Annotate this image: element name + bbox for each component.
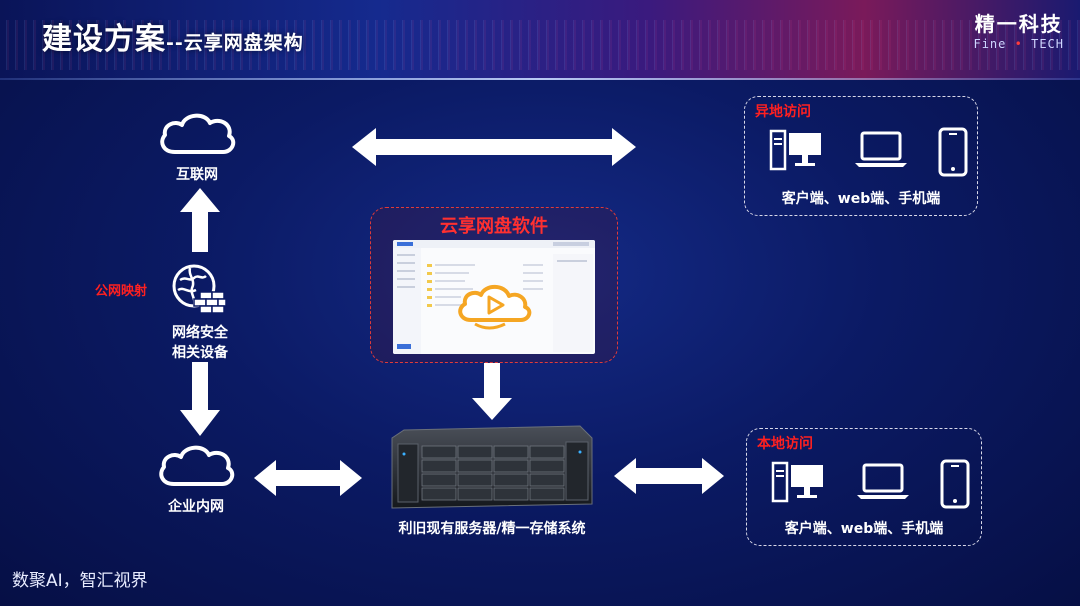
local-devices-label: 客户端、web端、手机端 bbox=[784, 521, 944, 537]
intranet-node: 企业内网 bbox=[150, 440, 242, 516]
phone-icon bbox=[940, 459, 970, 509]
header-divider bbox=[0, 78, 1080, 80]
software-title: 云享网盘软件 bbox=[440, 216, 548, 237]
phone-icon bbox=[938, 127, 968, 177]
app-preview bbox=[393, 240, 595, 354]
cloud-icon bbox=[159, 445, 235, 486]
laptop-icon bbox=[855, 131, 907, 167]
arrow-internet-remote bbox=[352, 128, 636, 166]
internet-node: 互联网 bbox=[152, 108, 242, 184]
arrow-software-server bbox=[472, 363, 512, 420]
cloud-icon bbox=[160, 113, 236, 154]
desktop-icon bbox=[771, 461, 823, 503]
footer-text: 数聚AI，智汇视界 bbox=[12, 571, 148, 591]
intranet-label: 企业内网 bbox=[168, 499, 224, 515]
title-main: 建设方案 bbox=[42, 22, 166, 57]
logo-en-left: Fine bbox=[973, 37, 1007, 51]
logo-dot: • bbox=[1014, 37, 1023, 51]
network-security-label-1: 网络安全 bbox=[172, 325, 228, 341]
arrow-server-local bbox=[614, 458, 724, 494]
firewall-icon bbox=[172, 264, 227, 314]
network-security-node: 网络安全 相关设备 bbox=[160, 262, 240, 362]
internet-label: 互联网 bbox=[176, 167, 218, 183]
title-sub: --云享网盘架构 bbox=[166, 32, 304, 54]
desktop-icon bbox=[769, 129, 821, 171]
remote-access-title: 异地访问 bbox=[755, 104, 811, 120]
page-title: 建设方案--云享网盘架构 bbox=[42, 14, 304, 58]
software-box: 云享网盘软件 bbox=[370, 207, 618, 363]
arrow-security-internet bbox=[180, 188, 220, 252]
local-access-box: 本地访问 客户端、web端、手机端 bbox=[746, 428, 982, 546]
local-devices bbox=[771, 459, 971, 509]
logo-en: Fine • TECH bbox=[973, 37, 1064, 51]
local-access-title: 本地访问 bbox=[757, 436, 813, 452]
network-security-label-2: 相关设备 bbox=[172, 345, 228, 361]
remote-access-box: 异地访问 客户端、web端、手机端 bbox=[744, 96, 978, 216]
software-screenshot bbox=[393, 240, 595, 354]
arrow-security-intranet bbox=[180, 362, 220, 436]
server-icon bbox=[391, 425, 593, 509]
header-band bbox=[0, 0, 1080, 80]
public-mapping-label: 公网映射 bbox=[95, 284, 148, 299]
logo-cn: 精一科技 bbox=[974, 12, 1063, 36]
arrow-intranet-server bbox=[254, 460, 362, 496]
remote-devices-label: 客户端、web端、手机端 bbox=[781, 191, 941, 207]
cloud-play-icon bbox=[458, 284, 532, 330]
laptop-icon bbox=[857, 463, 909, 499]
company-logo: 精一科技 Fine • TECH bbox=[973, 8, 1064, 51]
server-label: 利旧现有服务器/精一存储系统 bbox=[398, 521, 586, 537]
remote-devices bbox=[769, 127, 969, 177]
storage-server bbox=[390, 424, 594, 510]
logo-en-right: TECH bbox=[1031, 37, 1064, 51]
